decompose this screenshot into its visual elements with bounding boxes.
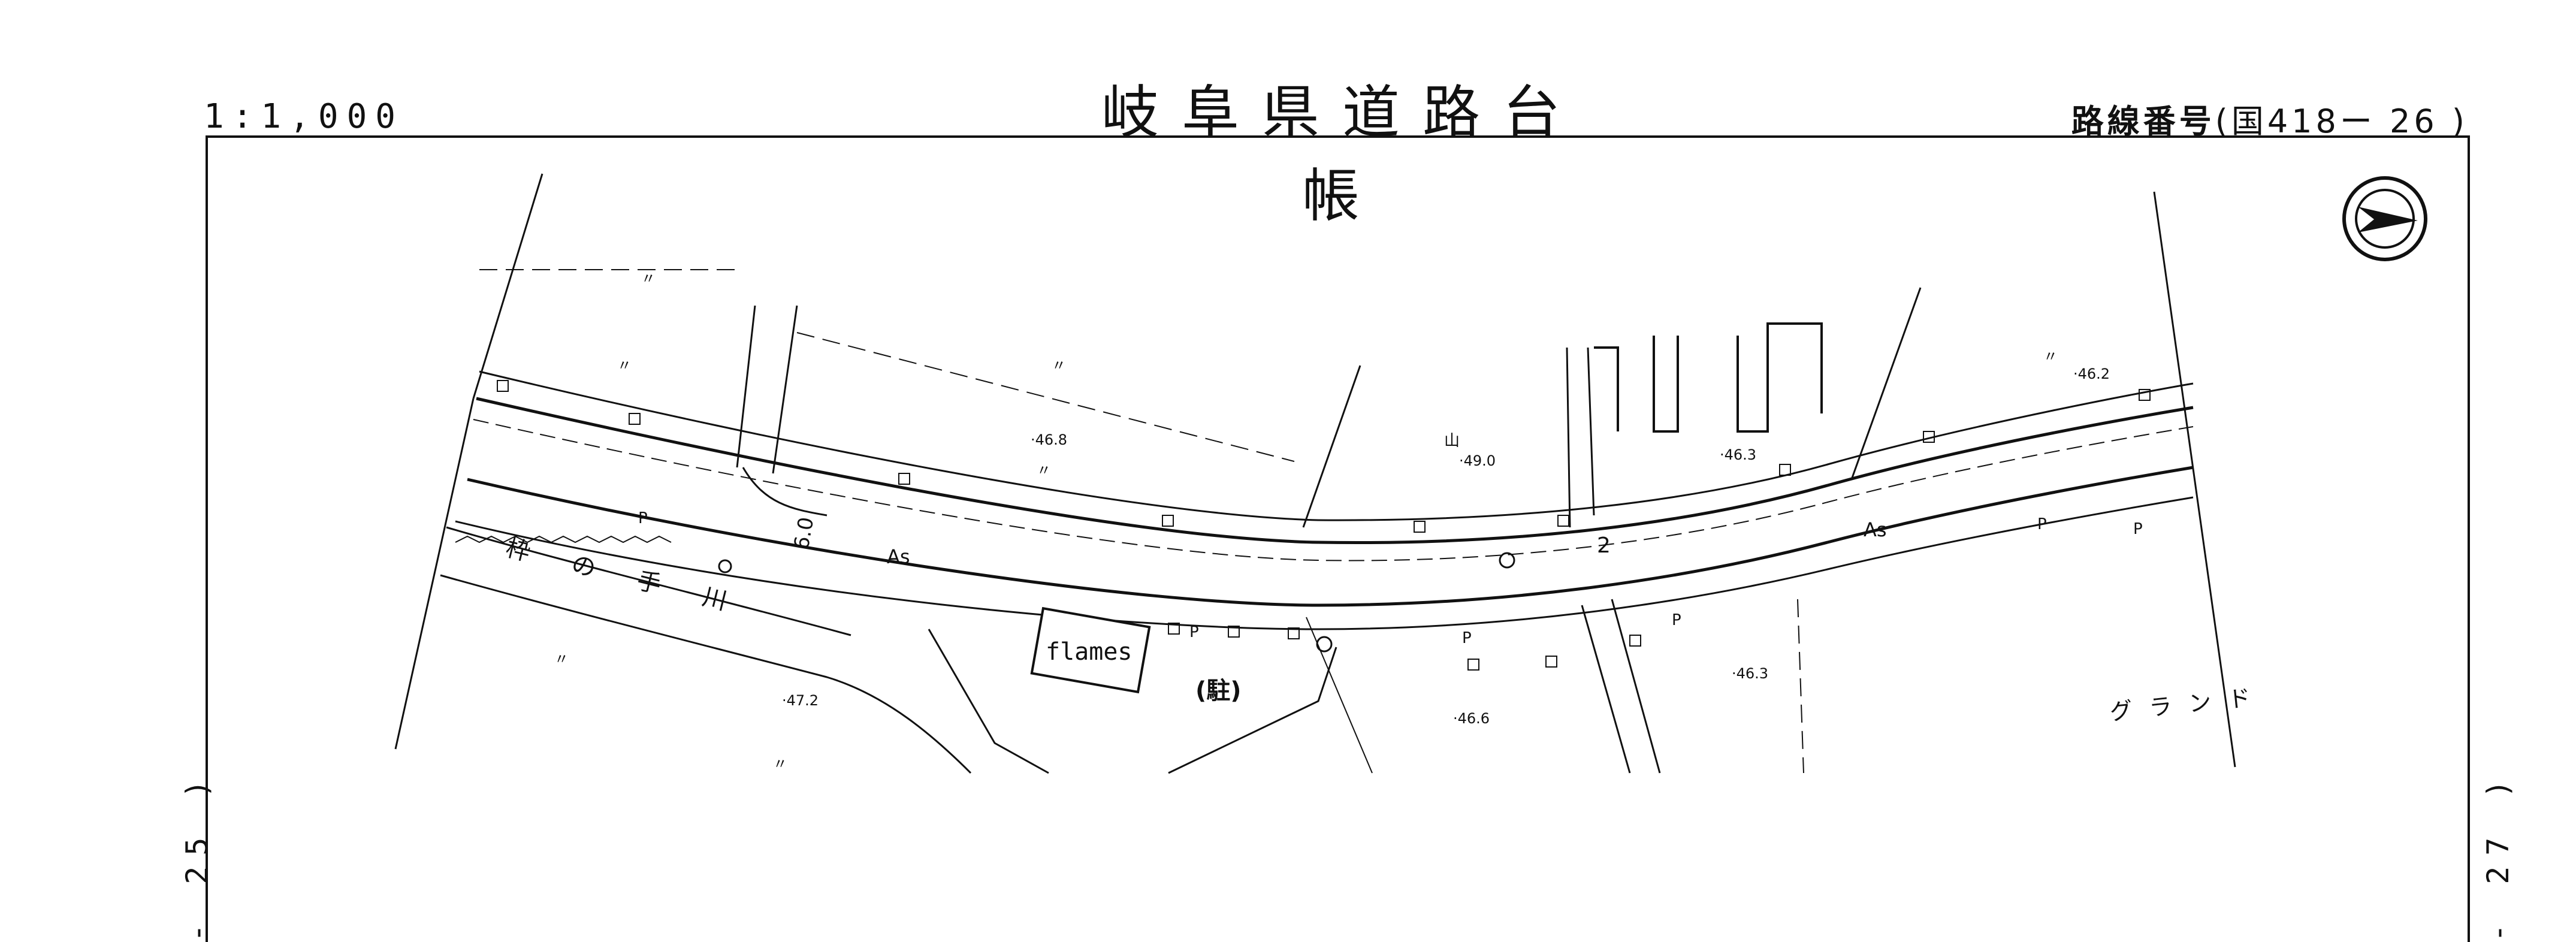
landuse-label: 〃 <box>641 270 656 287</box>
elevation-label: ·47.2 <box>782 692 819 709</box>
landuse-label: 〃 <box>1037 462 1051 479</box>
sidewalk-line-north <box>479 370 2194 521</box>
map-frame <box>206 135 2470 942</box>
business-label: flames <box>1046 638 1133 666</box>
landuse-label: 山 <box>1444 432 1460 450</box>
elevation-label: ·49.0 <box>1459 452 1496 469</box>
river-hatch <box>455 535 672 544</box>
junction-number: 2 <box>1597 533 1611 558</box>
flames-building <box>1030 606 1151 694</box>
pavement-label: As <box>887 545 910 568</box>
sidewalk-label: P <box>1462 629 1472 647</box>
elevation-label: ·46.3 <box>1720 446 1757 463</box>
route-value: (国418ー 26 ) <box>2215 102 2468 140</box>
landuse-label: 〃 <box>2043 348 2058 365</box>
landuse-label: 〃 <box>554 651 569 668</box>
north-arrow-icon <box>2342 176 2427 261</box>
sidewalk-label: P <box>2037 515 2047 533</box>
page-title: 岐阜県道路台帳 <box>1101 79 1583 230</box>
elevation-label: ·46.3 <box>1732 665 1769 682</box>
river-bank-north <box>446 526 851 636</box>
landuse-label: 〃 <box>617 357 632 374</box>
map-scale: 1:1,000 <box>204 97 404 136</box>
landuse-label: 〃 <box>1052 357 1066 374</box>
road-centerline <box>473 419 2194 561</box>
landuse-label: 〃 <box>773 756 787 772</box>
survey-point <box>1316 636 1333 653</box>
road-edge-south <box>467 466 2194 607</box>
elevation-label: ·46.6 <box>1453 710 1490 727</box>
elevation-label: ·46.8 <box>1031 431 1068 448</box>
sidewalk-label: P <box>1672 611 1681 629</box>
marker-row <box>497 380 2151 671</box>
river-bank-south <box>440 574 972 774</box>
sidewalk-label: P <box>1189 623 1199 641</box>
building-outlines <box>1594 322 1823 433</box>
parking-label: (駐) <box>1195 677 1242 705</box>
survey-point <box>718 559 732 573</box>
pavement-label: As <box>1864 518 1887 541</box>
sidewalk-label: P <box>638 509 648 527</box>
sidewalk-line-south <box>455 496 2194 630</box>
route-label: 路線番号 <box>2071 102 2215 140</box>
sidewalk-label: P <box>2133 520 2143 538</box>
route-number: 路線番号(国418ー 26 ) <box>2071 95 2468 142</box>
road-edge-north <box>476 397 2194 545</box>
elevation-label: ·46.2 <box>2073 366 2110 382</box>
survey-point <box>1499 552 1515 569</box>
